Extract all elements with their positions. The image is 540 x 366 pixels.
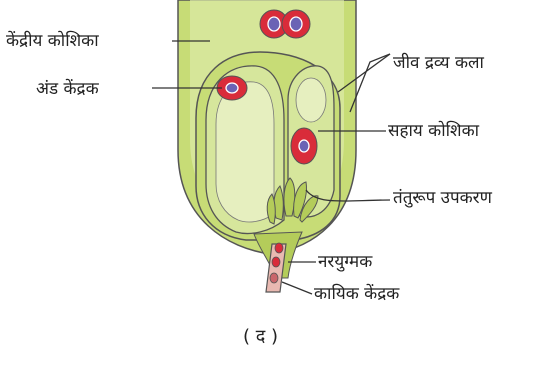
label-vegetative-nucleus: कायिक केंद्रक (314, 284, 399, 304)
label-egg-nucleus: अंड केंद्रक (36, 79, 99, 99)
label-central-cell: केंद्रीय कोशिका (6, 31, 99, 51)
figure-caption: ( द ) (243, 327, 278, 347)
label-plasma-membrane: जीव द्रव्य कला (393, 53, 484, 73)
label-filiform-apparatus: तंतुरूप उपकरण (393, 188, 492, 208)
synergid-nucleus (291, 128, 317, 164)
label-male-gamete: नरयुग्मक (318, 252, 372, 272)
label-synergid: सहाय कोशिका (388, 121, 479, 141)
egg-cell-inner (216, 82, 274, 222)
synergid-vacuole (296, 78, 326, 122)
leader-veg-nucleus (282, 282, 312, 294)
